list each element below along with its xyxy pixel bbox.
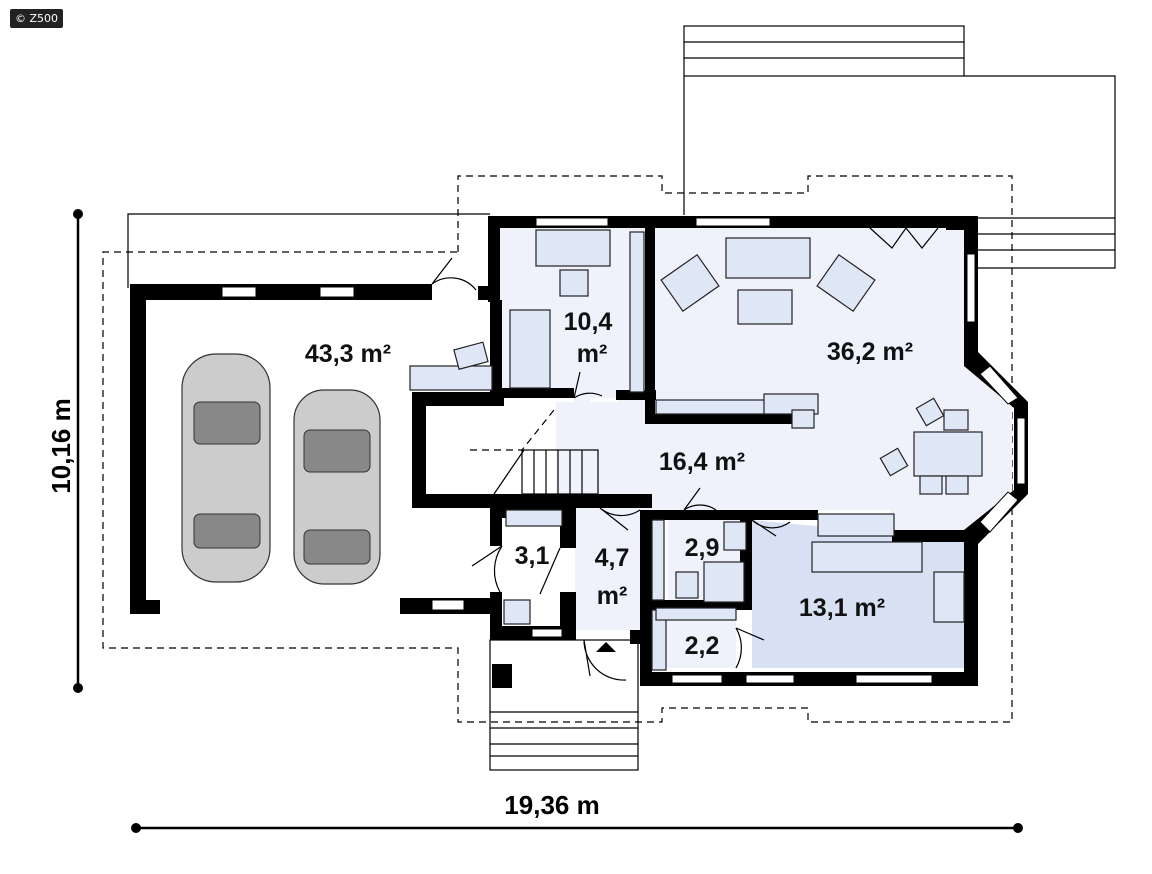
office-area-label-1: 10,4 [564,308,613,336]
vestibule-area-label-1: 4,7 [595,544,630,572]
terrace-outline [127,25,1116,288]
hall-area-label: 16,4 m² [659,448,745,476]
office-area-label-2: m² [577,340,608,368]
width-dimension-label: 19,36 m [504,790,599,820]
copyright-badge: © Z500 [10,9,64,28]
furniture [409,229,983,671]
staircase [470,409,599,495]
car-right [293,389,381,585]
dimension-width: 19,36 m [131,790,1023,833]
room-labels: 43,3 m² 10,4 m² 36,2 m² 16,4 m² 3,1 4,7 … [305,308,913,660]
bath-area-label: 2,9 [685,534,720,562]
car-left [181,353,271,583]
floors [500,228,1012,668]
windows [221,217,1026,684]
pantry-area-label: 2,2 [685,632,720,660]
dimension-height: 10,16 m [46,209,83,693]
vestibule-area-label-2: m² [597,582,628,610]
height-dimension-label: 10,16 m [46,398,76,493]
living-area-label: 36,2 m² [827,338,913,366]
wc-area-label: 3,1 [515,542,550,570]
entrance-steps [489,639,639,771]
doors [431,226,939,681]
kitchen-area-label: 13,1 m² [799,594,885,622]
roof-outline [102,175,1013,723]
garage-area-label: 43,3 m² [305,340,391,368]
